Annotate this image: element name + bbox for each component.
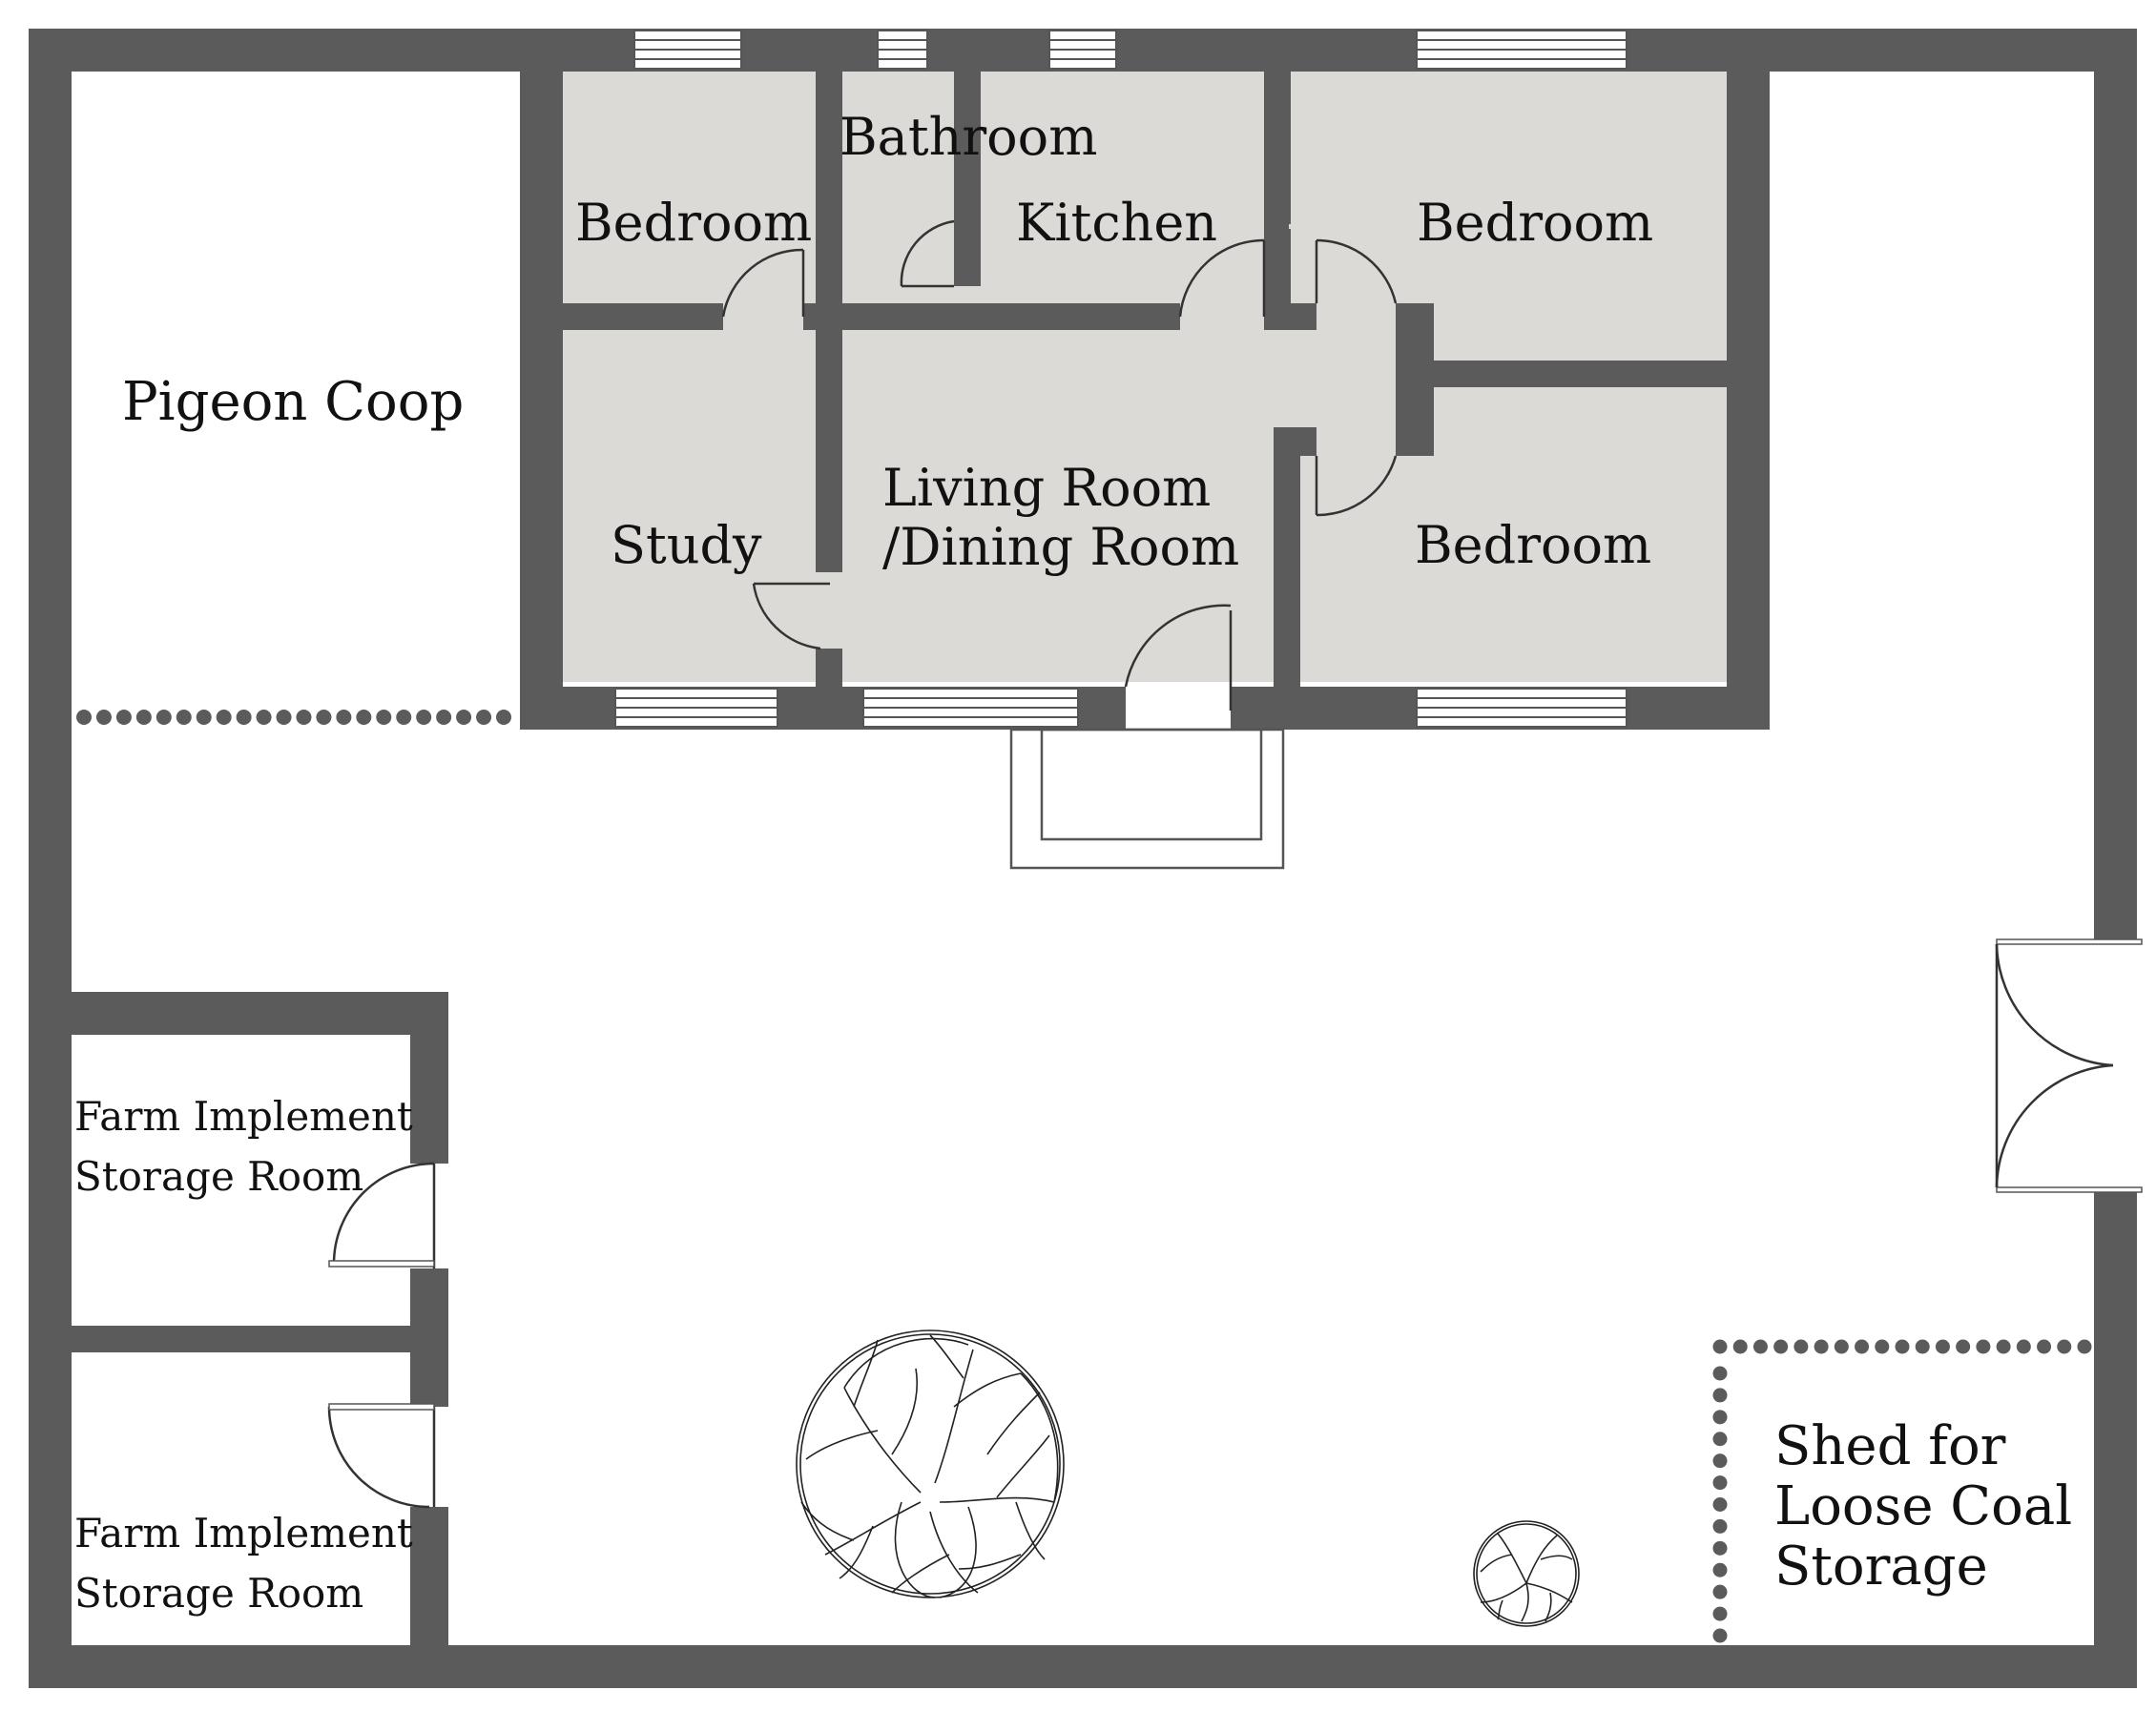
- door-kitchen: [1178, 238, 1266, 332]
- boundary-dot: [276, 710, 292, 725]
- boundary-dot: [396, 710, 412, 725]
- boundary-dot: [1712, 1388, 1728, 1403]
- window-top-1: [633, 30, 742, 70]
- bedroom-ne-label: Bedroom: [1417, 193, 1653, 253]
- coal-shed-label-line3: Storage: [1774, 1536, 1988, 1598]
- boundary-dot: [1712, 1453, 1728, 1469]
- boundary-dot: [296, 710, 312, 725]
- boundary-dot: [1773, 1339, 1789, 1354]
- farm-storage-1-label-line2: Storage Room: [74, 1153, 363, 1200]
- window-top-3: [1048, 30, 1117, 70]
- coal-shed-label-line1: Shed for: [1774, 1415, 2006, 1477]
- boundary-dot: [1712, 1628, 1728, 1643]
- doors: [721, 219, 1398, 711]
- boundary-dot: [1935, 1339, 1950, 1354]
- boundary-dot: [496, 710, 511, 725]
- boundary-dot: [1895, 1339, 1910, 1354]
- boundary-dot: [1712, 1562, 1728, 1577]
- boundary-dot: [2057, 1339, 2072, 1354]
- kitchen-label: Kitchen: [1016, 193, 1217, 253]
- door-bathroom: [900, 219, 955, 288]
- boundary-dot: [1834, 1339, 1849, 1354]
- boundary-dot: [1732, 1339, 1748, 1354]
- window-bottom-3: [1416, 688, 1627, 728]
- boundary-dot: [1712, 1410, 1728, 1425]
- boundary-dot: [356, 710, 372, 725]
- boundary-dot: [76, 710, 92, 725]
- boundary-dot: [176, 710, 192, 725]
- entrance: [1009, 685, 1285, 870]
- boundary-dot: [2016, 1339, 2031, 1354]
- boundary-dot: [135, 710, 152, 725]
- large-tree-icon: [796, 1330, 1065, 1598]
- boundary-dot: [1712, 1540, 1728, 1556]
- window-top-2: [877, 30, 928, 70]
- east-gate: [1995, 938, 2143, 1193]
- coal-shed-label-line2: Loose Coal: [1774, 1475, 2072, 1537]
- door-main-entrance: [1124, 604, 1233, 711]
- window-bottom-1: [614, 688, 778, 728]
- boundary-dot: [196, 710, 212, 725]
- pigeon-coop-boundary: [76, 710, 511, 725]
- boundary-dot: [155, 710, 172, 725]
- door-bedroom-ne: [1289, 224, 1398, 304]
- boundary-dot: [2077, 1339, 2092, 1354]
- boundary-dot: [115, 710, 132, 725]
- boundary-dot: [236, 710, 252, 725]
- boundary-dot: [376, 710, 392, 725]
- boundary-dot: [456, 710, 472, 725]
- boundary-dot: [436, 710, 452, 725]
- boundary-dot: [1752, 1339, 1768, 1354]
- boundary-dot: [476, 710, 492, 725]
- boundary-dot: [216, 710, 232, 725]
- boundary-dot: [1712, 1366, 1728, 1381]
- boundary-dot: [1712, 1606, 1728, 1621]
- boundary-dot: [1996, 1339, 2011, 1354]
- bedroom-se-label: Bedroom: [1415, 515, 1651, 575]
- boundary-dot: [1712, 1584, 1728, 1599]
- window-top-4: [1416, 30, 1627, 70]
- door-study: [752, 572, 844, 650]
- storage-walls: [29, 992, 448, 1688]
- room-labels: Pigeon Coop Bedroom Bathroom Kitchen Bed…: [74, 107, 2072, 1617]
- boundary-dot: [1956, 1339, 1971, 1354]
- boundary-dot: [1712, 1497, 1728, 1512]
- boundary-dot: [2037, 1339, 2052, 1354]
- boundary-dot: [1712, 1475, 1728, 1491]
- farm-storage-2-label-line1: Farm Implement: [74, 1510, 413, 1556]
- boundary-dot: [1712, 1518, 1728, 1534]
- boundary-dot: [256, 710, 272, 725]
- windows: [614, 30, 1627, 728]
- door-bedroom-nw: [721, 248, 805, 332]
- boundary-dot: [416, 710, 432, 725]
- farm-storage-1-label-line1: Farm Implement: [74, 1093, 413, 1140]
- door-bedroom-se: [1315, 455, 1398, 517]
- boundary-dot: [316, 710, 332, 725]
- study-label: Study: [611, 515, 762, 575]
- boundary-dot: [336, 710, 352, 725]
- bathroom-label: Bathroom: [840, 107, 1097, 167]
- boundary-dot: [1814, 1339, 1829, 1354]
- living-room-label-line2: /Dining Room: [882, 517, 1239, 577]
- boundary-dot: [1855, 1339, 1870, 1354]
- boundary-dot: [95, 710, 112, 725]
- window-bottom-2: [862, 688, 1079, 728]
- boundary-dot: [1976, 1339, 1991, 1354]
- boundary-dot: [1915, 1339, 1930, 1354]
- farm-storage-2-label-line2: Storage Room: [74, 1570, 363, 1617]
- boundary-dot: [1712, 1339, 1728, 1354]
- living-room-label-line1: Living Room: [882, 458, 1211, 518]
- bedroom-nw-label: Bedroom: [575, 193, 812, 253]
- coal-shed-boundary: [1712, 1339, 2092, 1643]
- storage-doors: [327, 1162, 436, 1509]
- boundary-dot: [1793, 1339, 1809, 1354]
- pigeon-coop-label: Pigeon Coop: [122, 371, 464, 433]
- boundary-dot: [1712, 1432, 1728, 1447]
- small-tree-icon: [1473, 1520, 1580, 1627]
- boundary-dot: [1875, 1339, 1890, 1354]
